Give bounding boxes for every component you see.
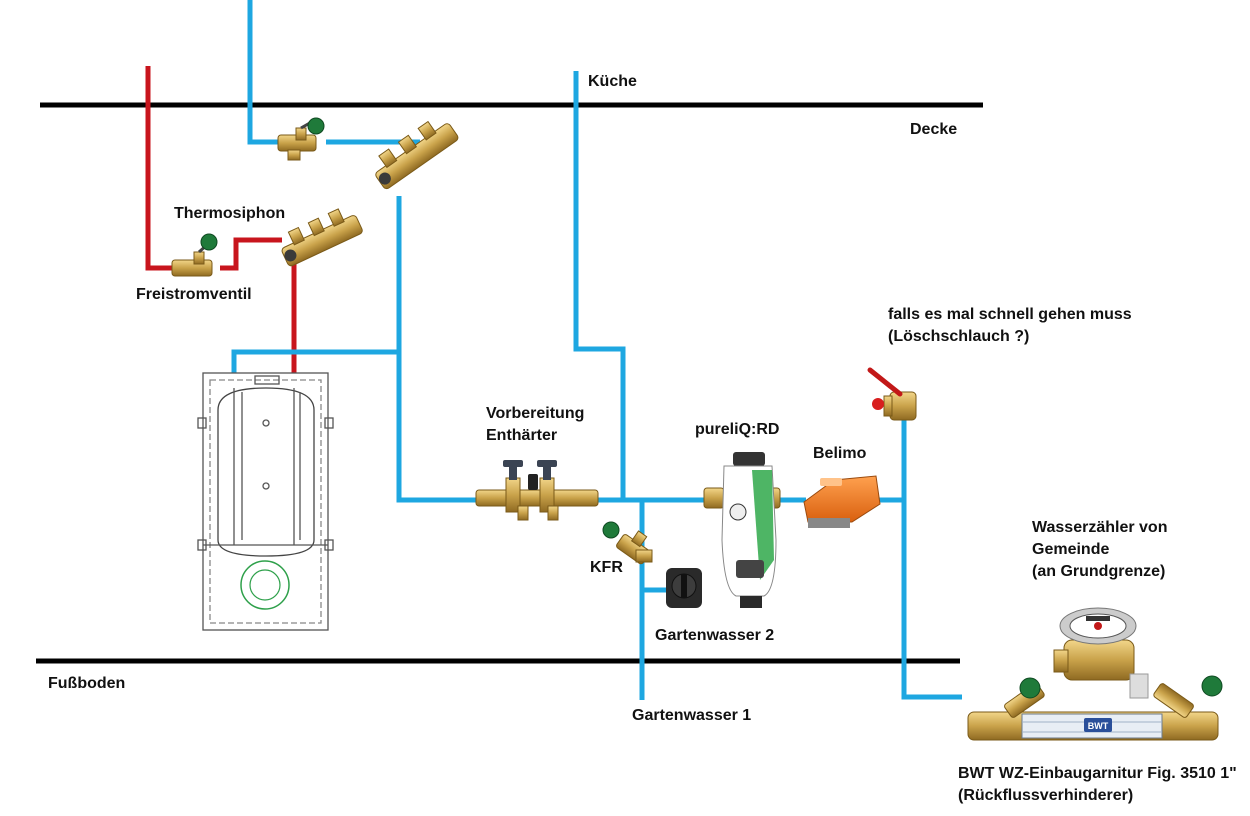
label-thermosiphon: Thermosiphon [174,205,286,222]
label-freistromventil: Freistromventil [136,286,252,303]
label-wasserzaehler-line3: (an Grundgrenze) [1032,563,1166,580]
label-loeschschlauch-line1: falls es mal schnell gehen muss [888,306,1132,323]
freistrom-valve-icon [171,233,218,277]
thermosiphon-manifold-icon [281,208,363,267]
kfr-valve-icon [602,521,653,565]
hot-water-pipes [145,66,297,376]
actuator-icon [803,475,881,528]
meter-fitting-icon: BWT [967,675,1223,741]
label-decke: Decke [910,121,958,138]
label-vorbereitung-line1: Vorbereitung [486,405,585,422]
label-pureliq: pureliQ:RD [695,421,780,438]
label-vorbereitung-line2: Enthärter [486,427,558,444]
label-wasserzaehler-line1: Wasserzähler von [1032,519,1168,536]
label-gartenwasser1: Gartenwasser 1 [632,707,752,724]
fitting-brand-text: BWT [1088,721,1109,731]
label-bwt: BWT WZ-Einbaugarnitur Fig. 3510 1" (Rück… [958,763,1237,807]
label-bwt-line1: BWT WZ-Einbaugarnitur Fig. 3510 1" [958,765,1237,782]
storage-tank-icon [197,372,334,631]
label-wasserzaehler: Wasserzähler von Gemeinde (an Grundgrenz… [1032,517,1167,583]
globe-valve-icon [277,117,325,161]
label-vorbereitung: Vorbereitung Enthärter [486,403,584,447]
label-fussboden: Fußboden [48,675,126,692]
cold-water-pipes [231,0,962,700]
manifold-icon [375,120,459,190]
label-kfr: KFR [590,559,623,576]
garden-tap-icon [666,568,702,608]
label-loeschschlauch: falls es mal schnell gehen muss (Löschsc… [888,304,1132,348]
softener-prep-valve-icon [475,460,599,521]
label-wasserzaehler-line2: Gemeinde [1032,541,1110,558]
ball-valve-icon [867,367,917,421]
water-filter-icon [703,452,781,608]
label-belimo: Belimo [813,445,867,462]
water-meter-icon [1053,607,1149,699]
label-loeschschlauch-line2: (Löschschlauch ?) [888,328,1030,345]
label-gartenwasser2: Gartenwasser 2 [655,627,775,644]
label-kueche: Küche [588,73,637,90]
label-bwt-line2: (Rückflussverhinderer) [958,787,1134,804]
